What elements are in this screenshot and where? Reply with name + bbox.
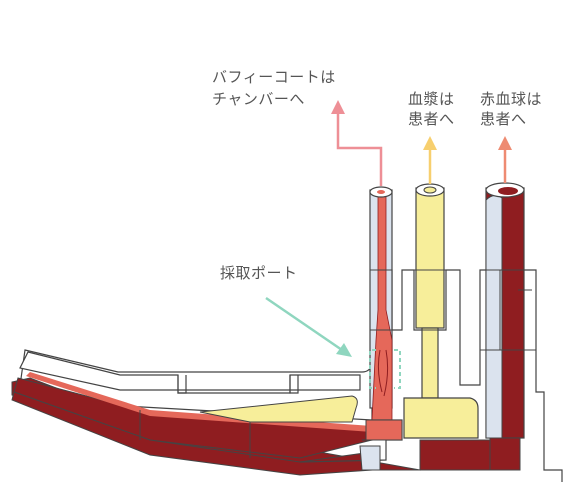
buffy-coat-arrow	[331, 100, 383, 186]
plasma-tube	[403, 183, 479, 439]
collection-port-label: 採取ポート	[220, 264, 298, 282]
buffy-coat-band	[26, 372, 372, 432]
collection-port-marker	[369, 349, 401, 389]
buffy-coat-label-line1: バフィーコートは	[212, 68, 336, 86]
outlet-housing	[371, 269, 563, 482]
rbc-tube	[479, 182, 537, 471]
plasma-arrow	[423, 136, 437, 184]
plasma-layer-chamber	[199, 395, 358, 423]
buffy-coat-label-line2: チャンバーへ	[212, 90, 305, 108]
rbc-label-line1: 赤血球は	[480, 90, 543, 108]
plasma-label-line1: 血漿は	[408, 90, 455, 108]
buffy-coat-tube	[299, 186, 403, 471]
collection-port-arrow	[265, 296, 352, 357]
chamber-base	[11, 349, 521, 476]
housing-outline	[371, 269, 563, 482]
rbc-arrow	[498, 136, 512, 183]
plasma-label-line2: 患者へ	[408, 110, 455, 128]
rbc-label-line2: 患者へ	[480, 110, 527, 128]
